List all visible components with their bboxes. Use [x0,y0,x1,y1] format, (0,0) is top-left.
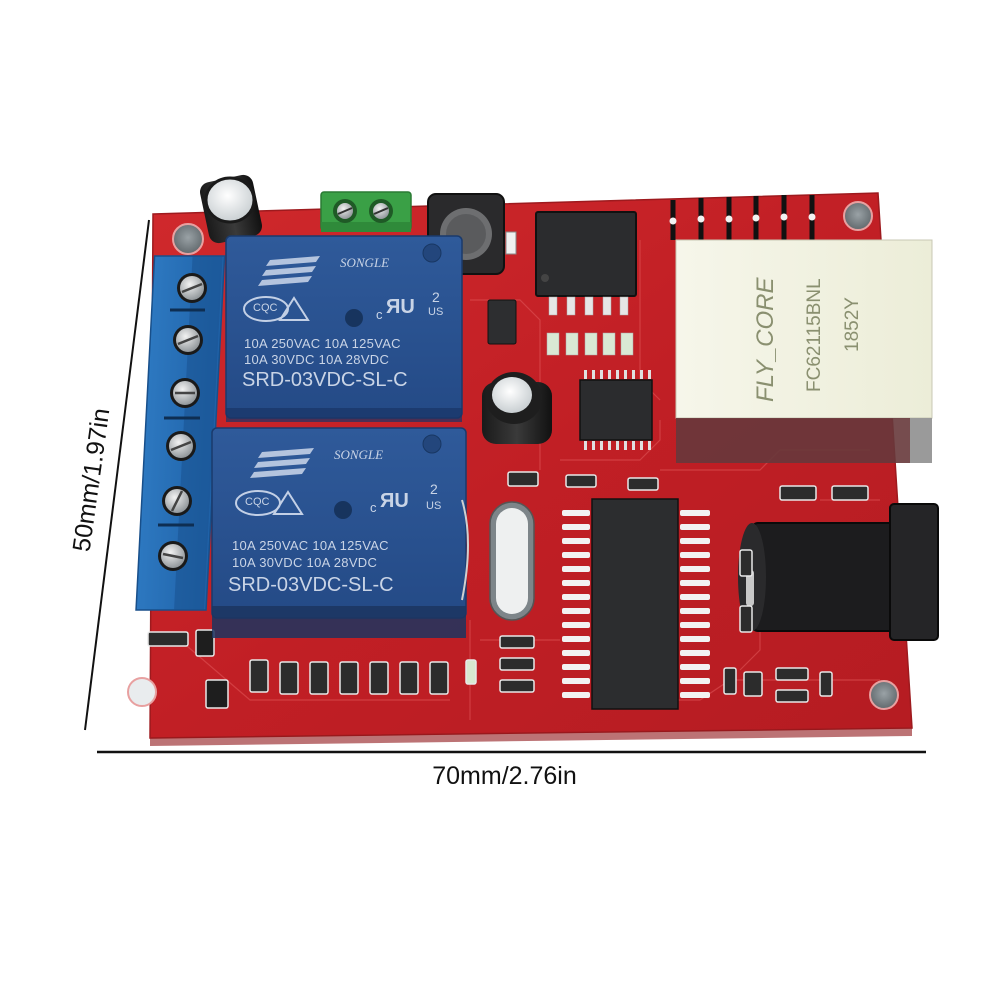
ethernet-jack-brand: FLY_CORE [752,277,779,403]
relay-2-cert-us: US [426,500,442,512]
smd-diode [487,299,517,345]
smd-components [147,471,869,709]
terminal-screws [158,273,207,571]
electrolytic-capacitor-middle [482,372,552,444]
relay-2-model: SRD-03VDC-SL-C [228,574,394,596]
relay-2-brand: SONGLE [334,447,384,462]
relay-1-model: SRD-03VDC-SL-C [242,369,408,391]
blue-screw-terminal [135,255,226,611]
mounting-hole-bottom-right [869,680,899,710]
ethernet-jack [675,239,933,463]
height-dimension-line [84,219,150,731]
relay-1-rating-2: 10A 30VDC 10A 28VDC [244,352,390,367]
dc-power-jack [738,503,939,641]
relay-2 [211,427,469,638]
relay-1-brand: SONGLE [340,255,390,270]
ethernet-jack-date-code: 1852Y [842,297,863,352]
width-dimension-label: 70mm/2.76in [432,762,577,790]
relay-2-rating-1: 10A 250VAC 10A 125VAC [232,538,389,553]
electrolytic-capacitor-top [200,174,262,244]
green-screw-terminal [320,191,412,232]
voltage-regulator [535,211,637,356]
relay-1-cert-2: 2 [432,289,440,305]
ethernet-jack-part-number: FC62115BNL [804,278,825,392]
relay-2-cert-2: 2 [430,481,438,497]
relay-1-rating-1: 10A 250VAC 10A 125VAC [244,336,401,351]
relay-1-cert-c: c [376,307,383,322]
relay-2-cert-cqc: CQC [245,496,270,508]
relay-1-ul-mark: ЯU [386,296,415,318]
mounting-holes [127,201,899,710]
relay-2-ul-mark: ЯU [380,490,409,512]
tssop-ic [579,370,653,450]
mounting-hole-bottom-left [127,677,157,707]
relay-1-cert-us: US [428,306,444,318]
relay-1 [225,235,463,422]
mounting-hole-top-left [172,223,204,255]
relay-1-cert-cqc: CQC [253,302,278,314]
relay-2-cert-c: c [370,500,377,515]
crystal-oscillator [489,501,535,621]
mounting-hole-top-right [843,201,873,231]
main-controller-ic [562,498,710,710]
relay-2-rating-2: 10A 30VDC 10A 28VDC [232,555,378,570]
